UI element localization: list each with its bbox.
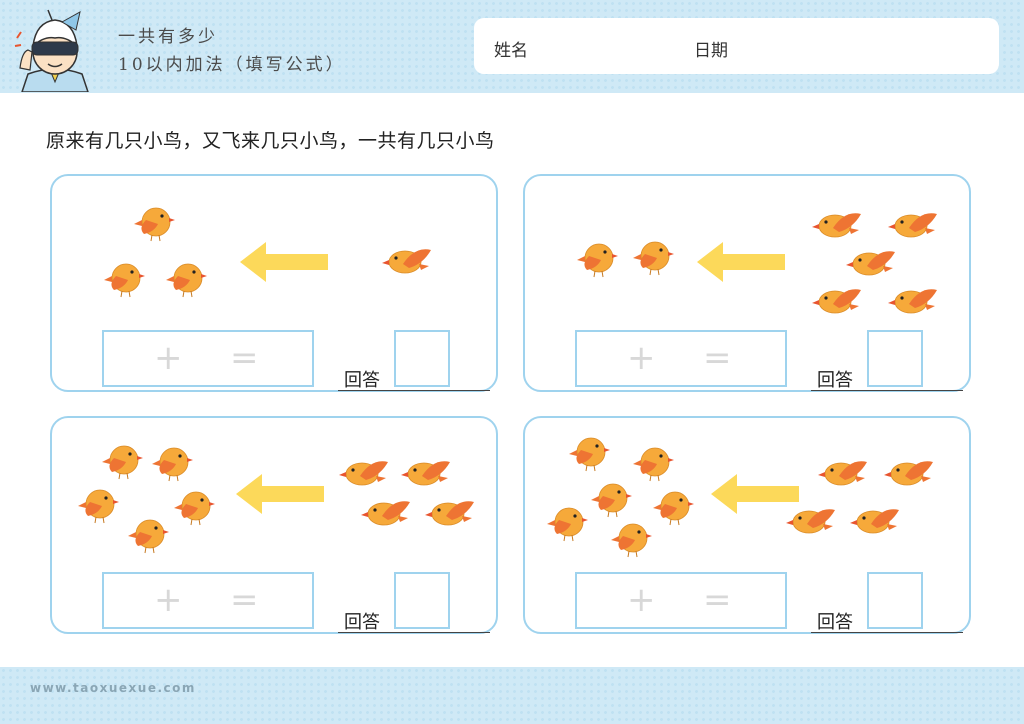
footer-url: www.taoxuexue.com <box>30 681 196 695</box>
answer-label: 回答 <box>344 612 380 633</box>
worksheet-title: 一共有多少 <box>118 27 218 47</box>
bird-icon-original <box>77 489 120 524</box>
bird-icon-arriving <box>785 508 836 534</box>
bird-icon-arriving <box>887 288 938 314</box>
plus-sign: + <box>627 580 656 620</box>
equation-input-box[interactable]: + = <box>102 330 314 387</box>
bird-icon-original <box>546 507 589 542</box>
exercise-panel-4: + = 回答 <box>523 416 971 634</box>
instruction-text: 原来有几只小鸟，又飞来几只小鸟，一共有几只小鸟 <box>46 130 495 152</box>
worksheet-subtitle: 10以内加法（填写公式） <box>118 55 346 75</box>
bird-icon-arriving <box>845 250 896 276</box>
equals-sign: = <box>230 580 259 620</box>
robot-mascot-icon <box>14 9 89 92</box>
footer-band: www.taoxuexue.com <box>0 667 1024 724</box>
bird-icon-original <box>165 263 208 298</box>
answer-underline <box>811 390 963 391</box>
bird-icon-arriving <box>400 460 451 486</box>
equation-input-box[interactable]: + = <box>102 572 314 629</box>
answer-label: 回答 <box>817 370 853 391</box>
bird-icon-original <box>568 437 611 472</box>
bird-icon-original <box>632 241 675 276</box>
exercise-scene-2 <box>576 212 938 314</box>
bird-icon-original <box>101 445 144 480</box>
exercise-panel-2: + = 回答 <box>523 174 971 392</box>
plus-sign: + <box>627 338 656 378</box>
answer-underline <box>811 632 963 633</box>
answer-underline <box>338 632 490 633</box>
answer-label: 回答 <box>817 612 853 633</box>
bird-icon-arriving <box>811 212 862 238</box>
arrow-left-icon <box>240 242 328 282</box>
answer-input-box[interactable] <box>867 330 923 387</box>
answer-label: 回答 <box>344 370 380 391</box>
answer-input-box[interactable] <box>394 572 450 629</box>
name-date-box: 姓名 日期 <box>474 18 999 74</box>
bird-icon-original <box>610 523 653 558</box>
bird-icon-arriving <box>338 460 389 486</box>
date-label: 日期 <box>694 41 728 61</box>
plus-sign: + <box>154 580 183 620</box>
exercise-panel-3: + = 回答 <box>50 416 498 634</box>
exercise-panel-1: + = 回答 <box>50 174 498 392</box>
exercise-scene-4 <box>546 437 934 558</box>
bird-icon-arriving <box>360 500 411 526</box>
exercise-scene-1 <box>103 207 432 298</box>
bird-icon-arriving <box>381 248 432 274</box>
bird-icon-arriving <box>811 288 862 314</box>
answer-input-box[interactable] <box>394 330 450 387</box>
bird-icon-original <box>576 243 619 278</box>
bird-icon-arriving <box>817 460 868 486</box>
answer-input-box[interactable] <box>867 572 923 629</box>
bird-icon-arriving <box>424 500 475 526</box>
arrow-left-icon <box>697 242 785 282</box>
bird-icon-original <box>103 263 146 298</box>
equation-input-box[interactable]: + = <box>575 572 787 629</box>
bird-icon-original <box>127 519 170 554</box>
arrow-left-icon <box>236 474 324 514</box>
equals-sign: = <box>703 338 732 378</box>
bird-icon-original <box>151 447 194 482</box>
equals-sign: = <box>703 580 732 620</box>
bird-icon-original <box>652 491 695 526</box>
bird-icon-arriving <box>887 212 938 238</box>
arrow-left-icon <box>711 474 799 514</box>
bird-icon-arriving <box>849 508 900 534</box>
equation-input-box[interactable]: + = <box>575 330 787 387</box>
exercise-scene-3 <box>77 445 475 554</box>
name-label: 姓名 <box>494 41 528 61</box>
bird-icon-original <box>173 491 216 526</box>
header-band: 一共有多少 10以内加法（填写公式） 姓名 日期 <box>0 0 1024 93</box>
bird-icon-arriving <box>883 460 934 486</box>
equals-sign: = <box>230 338 259 378</box>
plus-sign: + <box>154 338 183 378</box>
bird-icon-original <box>632 447 675 482</box>
answer-underline <box>338 390 490 391</box>
bird-icon-original <box>133 207 176 242</box>
bird-icon-original <box>590 483 633 518</box>
